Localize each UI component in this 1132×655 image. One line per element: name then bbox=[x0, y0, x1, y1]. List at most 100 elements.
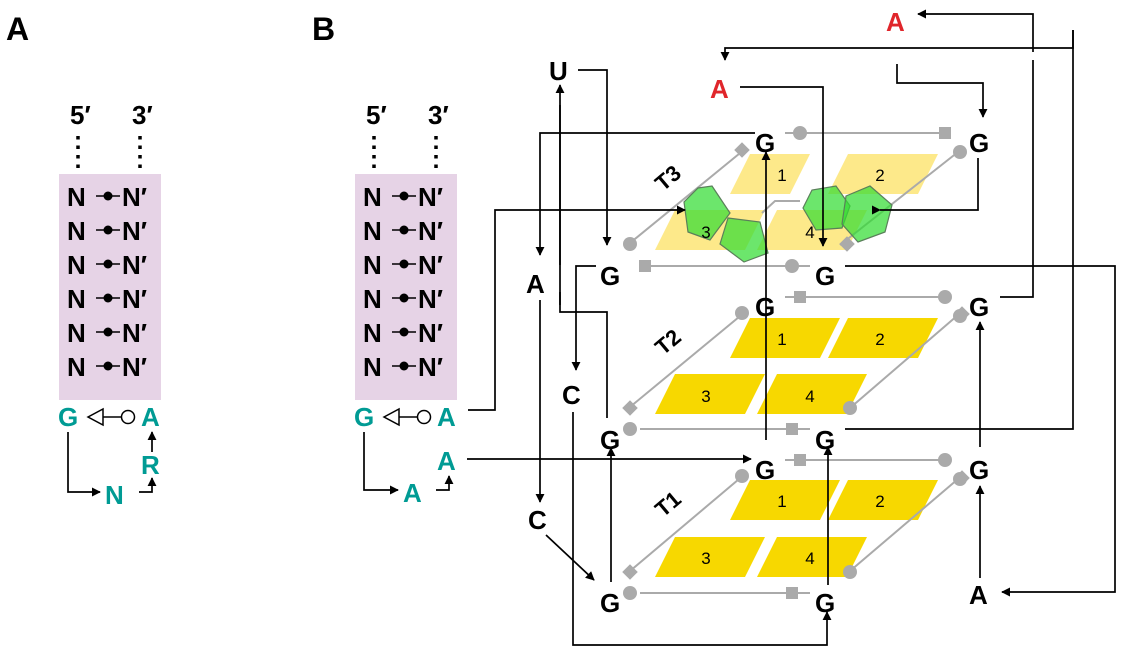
strand-direction-diamond-icon bbox=[734, 142, 750, 158]
pair-left-base: N bbox=[67, 182, 86, 212]
guanine: G bbox=[815, 261, 835, 291]
strand-direction-circle-icon bbox=[735, 469, 749, 483]
strand-arrow bbox=[436, 475, 454, 491]
pair-left-base: N bbox=[363, 250, 382, 280]
tetrad-number: 3 bbox=[701, 549, 710, 568]
strand-connector bbox=[871, 158, 979, 215]
loop-a-lower: A bbox=[403, 478, 422, 508]
pair-bond-dot bbox=[399, 361, 409, 371]
tetrad-t3-label: T3 bbox=[650, 160, 686, 196]
tetrad-t2-g1 bbox=[730, 318, 840, 358]
strand-arrow bbox=[67, 432, 101, 497]
pair-right-base: N′ bbox=[122, 250, 147, 280]
strand-direction-square-icon bbox=[939, 127, 951, 139]
strand-direction-circle-icon bbox=[938, 290, 952, 304]
loop-a-bottom-right: A bbox=[969, 580, 988, 610]
strand-connector bbox=[578, 69, 612, 246]
pair-right-base: N′ bbox=[418, 250, 443, 280]
strand-direction-circle-icon bbox=[785, 259, 799, 273]
strand-connector bbox=[896, 64, 988, 118]
tetrad-number: 2 bbox=[875, 492, 884, 511]
guanine: G bbox=[755, 292, 775, 322]
strand-connector bbox=[571, 265, 596, 371]
guanine: G bbox=[755, 128, 775, 158]
pair-left-base: N bbox=[67, 318, 86, 348]
strand-connector bbox=[845, 30, 1074, 430]
pair-bond-dot bbox=[399, 225, 409, 235]
strand-backbone bbox=[467, 9, 1116, 646]
intercalator-ligand bbox=[683, 185, 893, 263]
tetrad-number: 1 bbox=[777, 330, 786, 349]
pair-right-base: N′ bbox=[122, 318, 147, 348]
tetrad-t1 bbox=[655, 480, 938, 577]
pair-right-base: N′ bbox=[418, 318, 443, 348]
strand-connector bbox=[740, 86, 828, 247]
tetrad-t2-g2 bbox=[655, 374, 765, 414]
loop-n: N bbox=[105, 480, 124, 510]
tetrad-t3-g1 bbox=[730, 154, 810, 194]
strand-direction-circle-icon bbox=[938, 453, 952, 467]
strand-connector bbox=[535, 132, 755, 256]
pair-bond-dot bbox=[103, 225, 113, 235]
tetrad-number: 4 bbox=[805, 223, 814, 242]
pair-left-base: N bbox=[67, 250, 86, 280]
pair-right-base: N′ bbox=[418, 284, 443, 314]
ligand-ring bbox=[841, 185, 893, 243]
pair-bond-dot bbox=[399, 293, 409, 303]
pair-bond-dot bbox=[103, 293, 113, 303]
tetrad-t1-g3 bbox=[757, 537, 867, 577]
guanine: G bbox=[815, 425, 835, 455]
pair-bond-dot bbox=[399, 259, 409, 269]
strand-direction-square-icon bbox=[786, 423, 798, 435]
tetrad-number: 3 bbox=[701, 223, 710, 242]
tetrad-number: 4 bbox=[805, 387, 814, 406]
ligand-ring bbox=[719, 217, 769, 263]
tetrad-number: 4 bbox=[805, 549, 814, 568]
loop-a-red-mid: A bbox=[710, 74, 729, 104]
connector bbox=[629, 311, 746, 408]
pair-left-base: N bbox=[363, 352, 382, 382]
sheared-g: G bbox=[58, 402, 78, 432]
strand-direction-square-icon bbox=[794, 454, 806, 466]
strand-direction-circle-icon bbox=[623, 422, 637, 436]
sheared-g: G bbox=[354, 402, 374, 432]
pair-bond-dot bbox=[103, 327, 113, 337]
sheared-pair-triangle-icon bbox=[382, 407, 400, 427]
loop-u: U bbox=[549, 56, 568, 86]
strand-connector bbox=[845, 265, 1116, 597]
loop-a-upper: A bbox=[437, 446, 456, 476]
tetrad-t1-g4 bbox=[828, 480, 938, 520]
guanine: G bbox=[755, 455, 775, 485]
pair-left-base: N bbox=[363, 216, 382, 246]
guanine: G bbox=[600, 425, 620, 455]
connector bbox=[629, 148, 746, 244]
strand-direction-diamond-icon bbox=[622, 564, 638, 580]
strand-connector bbox=[572, 412, 832, 646]
tetrad-t1-g1 bbox=[730, 480, 840, 520]
pair-right-base: N′ bbox=[418, 216, 443, 246]
loop-r: R bbox=[141, 450, 160, 480]
strand-direction-circle-icon bbox=[953, 145, 967, 159]
connector bbox=[849, 314, 959, 409]
guanine: G bbox=[815, 588, 835, 618]
pair-left-base: N bbox=[67, 216, 86, 246]
guanine: G bbox=[600, 588, 620, 618]
guanine: G bbox=[969, 292, 989, 322]
loop-a-left: A bbox=[526, 269, 545, 299]
strand-direction-circle-icon bbox=[623, 237, 637, 251]
pair-left-base: N bbox=[363, 182, 382, 212]
strand-direction-square-icon bbox=[794, 291, 806, 303]
sheared-a: A bbox=[437, 402, 456, 432]
strand-connector bbox=[545, 534, 595, 581]
strand-direction-diamond-icon bbox=[839, 236, 855, 252]
three-prime-end: 3′ bbox=[428, 100, 449, 130]
sheared-pair-triangle-icon bbox=[86, 407, 104, 427]
strand-direction-circle-icon bbox=[623, 586, 637, 600]
tetrad-t2-label: T2 bbox=[650, 324, 686, 360]
tetrad-t2-g4 bbox=[828, 318, 938, 358]
